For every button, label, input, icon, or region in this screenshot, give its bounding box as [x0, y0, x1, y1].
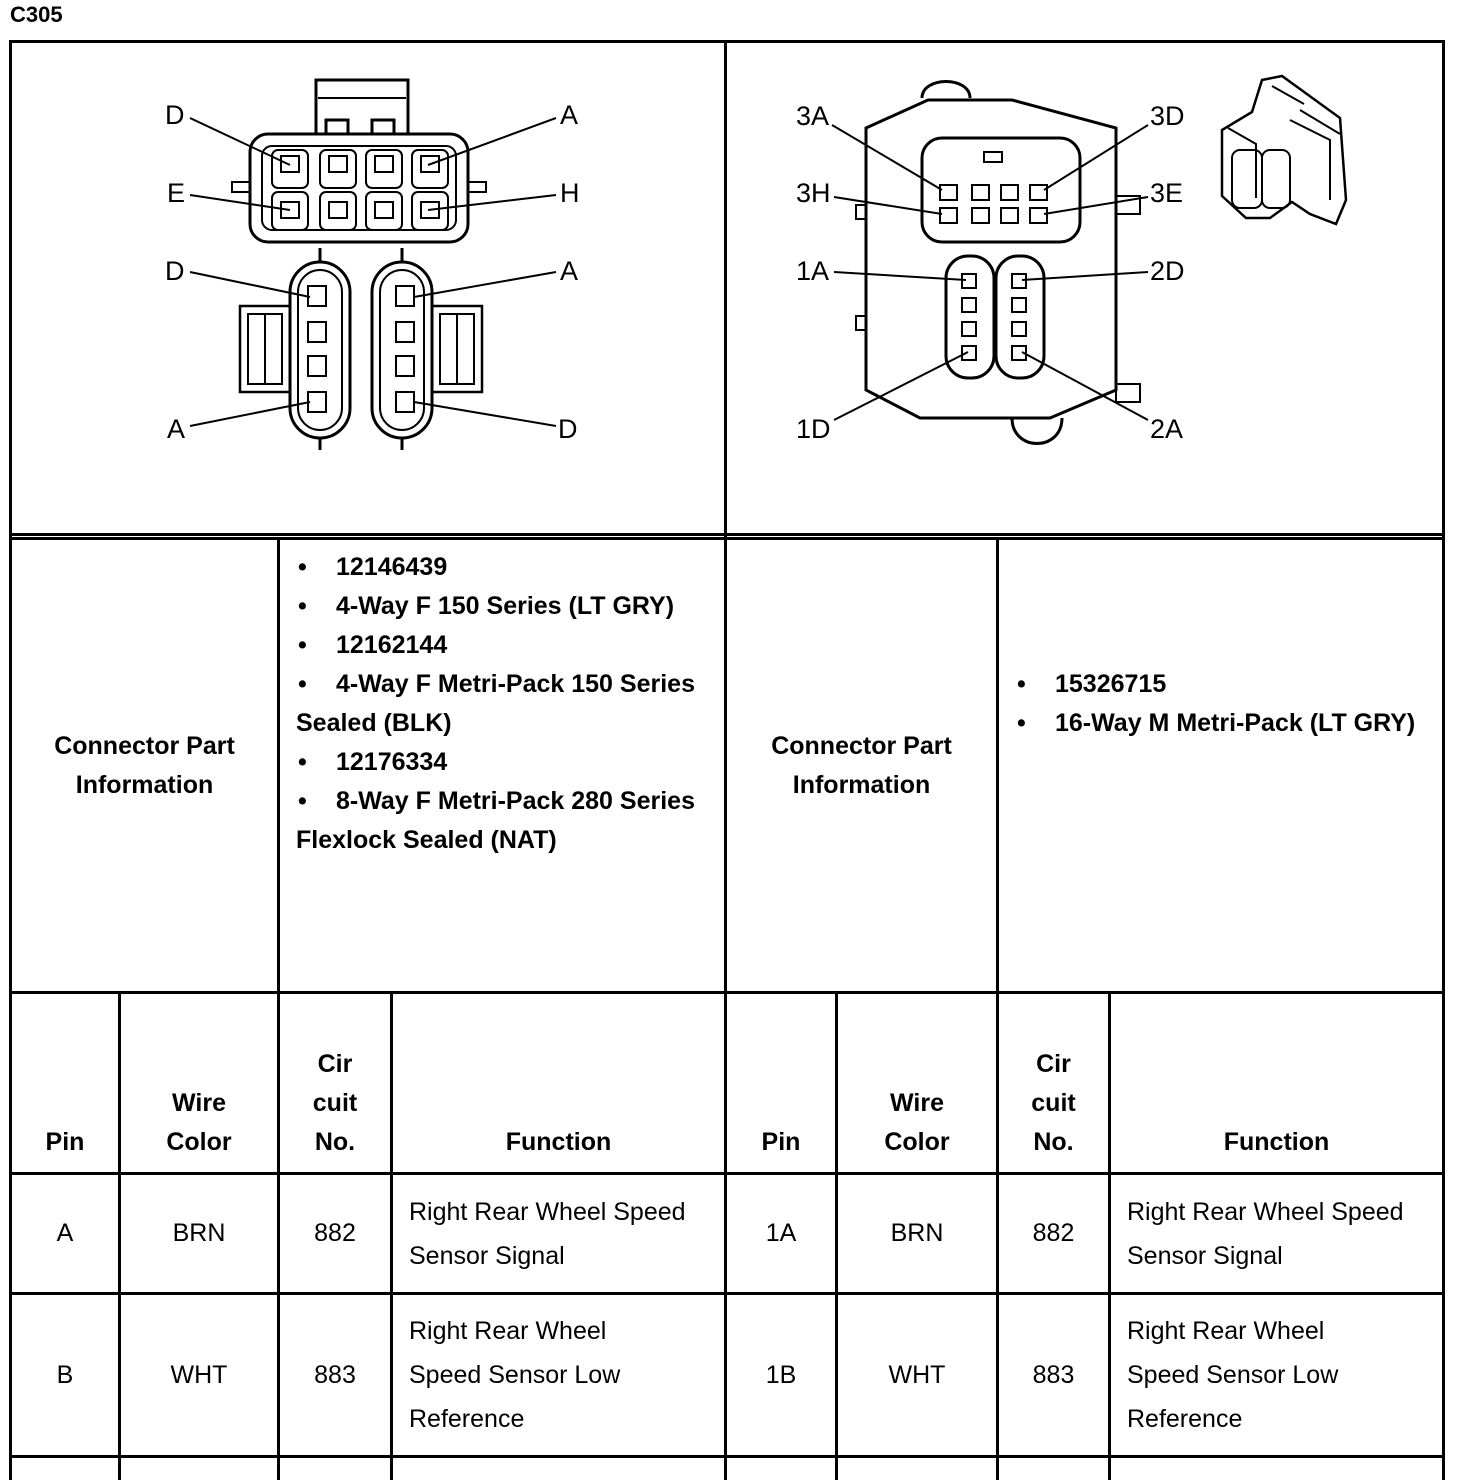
cell-wire-color: WHT [170, 1360, 228, 1389]
cell-circuit: 883 [1032, 1360, 1075, 1389]
cell-function: Right Rear Wheel Speed Sensor Signal [409, 1197, 686, 1270]
header-circuit: Cir cuit No. [312, 1050, 358, 1156]
cell-function: Right Rear Wheel Speed Sensor Signal [1127, 1197, 1404, 1270]
part-item: •8-Way F Metri-Pack 280 Series Flexlock … [296, 787, 695, 854]
connector-part-label: Connector Part Information [12, 540, 277, 991]
header-function: Function [1223, 1128, 1330, 1156]
part-item: •16-Way M Metri-Pack (LT GRY) [1017, 709, 1416, 737]
header-wire-color: Wire Color [884, 1089, 950, 1156]
pin-label: D [165, 100, 185, 130]
cell-function: Right Rear Wheel Speed Sensor Low Refere… [409, 1317, 621, 1433]
part-item: •4-Way F Metri-Pack 150 Series Sealed (B… [296, 670, 695, 737]
pin-label: A [560, 100, 578, 130]
cell-pin: B [56, 1360, 74, 1389]
pin-label: H [560, 178, 580, 208]
label-text: Connector Part Information [771, 731, 952, 799]
cell-pin: 1A [765, 1219, 797, 1247]
pin-label: 1D [796, 414, 831, 444]
connector-part-label: Connector Part Information [727, 540, 996, 991]
divider [1108, 991, 1111, 1480]
divider [9, 533, 1445, 536]
pin-label: 2D [1150, 256, 1185, 286]
cell-circuit: 882 [1032, 1219, 1075, 1247]
pin-label: 3E [1150, 178, 1183, 208]
pin-label: D [165, 256, 185, 286]
cell-wire-color: WHT [888, 1360, 946, 1389]
pin-label: E [167, 178, 185, 208]
pin-label: A [560, 256, 578, 286]
part-item: •12162144 [298, 631, 448, 659]
part-item: •12176334 [298, 748, 448, 776]
divider [9, 1455, 1445, 1458]
divider [9, 1292, 1445, 1295]
connector-table [9, 40, 1445, 1480]
pin-label: 1A [796, 256, 829, 286]
divider [9, 991, 1445, 994]
header-circuit: Cir cuit No. [1031, 1050, 1076, 1156]
pin-label: 3A [796, 101, 829, 131]
divider [724, 40, 727, 1480]
cell-function: Right Rear Wheel Speed Sensor Low Refere… [1127, 1317, 1339, 1433]
cell-pin: A [56, 1219, 74, 1247]
cell-circuit: 882 [314, 1219, 356, 1247]
header-wire-color: Wire Color [166, 1089, 232, 1156]
pin-label: 2A [1150, 414, 1183, 444]
part-item: •12146439 [298, 553, 448, 581]
right-connector-diagram: 3A 3D 3H 3E 1A 2D 1D 2A [796, 74, 1348, 445]
divider [9, 1172, 1445, 1175]
connector-title: C305 [10, 2, 63, 27]
cell-pin: 1B [765, 1360, 797, 1389]
connector-part-list: •15326715 •16-Way M Metri-Pack (LT GRY) [1015, 665, 1435, 865]
header-pin: Pin [45, 1128, 85, 1156]
part-item: •15326715 [1017, 670, 1167, 698]
connector-part-list: •12146439 •4-Way F 150 Series (LT GRY) •… [296, 548, 716, 988]
cell-wire-color: BRN [890, 1219, 944, 1247]
header-function: Function [505, 1128, 612, 1156]
cell-circuit: 883 [314, 1360, 356, 1389]
divider [9, 537, 1445, 540]
divider [835, 991, 838, 1480]
divider [277, 537, 280, 1480]
left-connector-diagram: D A E H D A A D [165, 78, 580, 450]
label-text: Connector Part Information [54, 731, 235, 799]
pin-label: D [558, 414, 578, 444]
header-pin: Pin [761, 1128, 801, 1156]
cell-wire-color: BRN [172, 1219, 226, 1247]
divider [118, 991, 121, 1480]
pin-label: 3D [1150, 101, 1185, 131]
pin-label: 3H [796, 178, 831, 208]
divider [996, 537, 999, 1480]
pin-label: A [167, 414, 185, 444]
part-item: •4-Way F 150 Series (LT GRY) [298, 592, 675, 620]
divider [390, 991, 393, 1480]
